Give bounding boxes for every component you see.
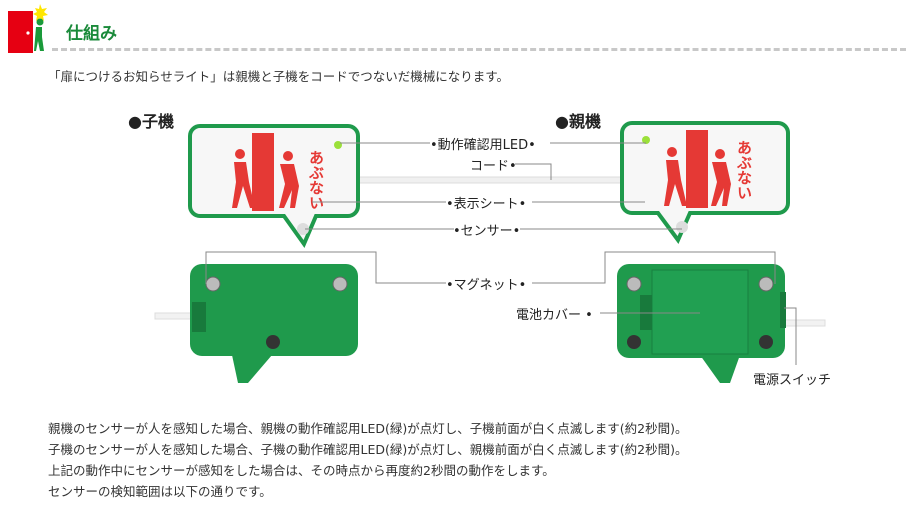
child-base: [190, 264, 358, 383]
power-switch-label: 電源スイッチ: [753, 373, 832, 388]
leader-lines: [205, 142, 797, 365]
child-sign: あぶない: [188, 124, 360, 249]
led-label: •動作確認用LED•: [430, 138, 536, 153]
description-line: センサーの検知範囲は以下の通りです。: [48, 484, 272, 499]
svg-text:あぶない: あぶない: [735, 140, 753, 200]
divider: [52, 48, 906, 51]
intro-text: 「扉につけるお知らせライト」は親機と子機をコードでつないだ機械になります。: [48, 69, 510, 84]
description-line: 上記の動作中にセンサーが感知をした場合は、その時点から再度約2秒間の動作をします…: [48, 463, 555, 478]
sensor-label: •センサー•: [453, 224, 521, 239]
device-diagram: あぶない あぶない: [154, 121, 826, 383]
display-sheet-label: •表示シート•: [446, 197, 527, 212]
section-title: 仕組み: [66, 24, 117, 44]
description-line: 親機のセンサーが人を感知した場合、親機の動作確認用LED(緑)が点灯し、子機前面…: [48, 421, 688, 436]
battery-cover-label: 電池カバー •: [516, 308, 593, 323]
cord-label: コード•: [470, 159, 517, 174]
child-unit-label: ●子機: [128, 112, 174, 131]
cord: [349, 176, 631, 184]
description-line: 子機のセンサーが人を感知した場合、子機の動作確認用LED(緑)が点灯し、親機前面…: [48, 442, 688, 457]
parent-unit-label: ●親機: [555, 112, 601, 131]
parent-base: [617, 264, 786, 383]
magnet-label: •マグネット•: [446, 278, 527, 293]
svg-text:あぶない: あぶない: [307, 150, 325, 210]
door-person-icon: [8, 4, 48, 53]
cord-end: [779, 319, 826, 327]
parent-sign: あぶない: [620, 121, 790, 244]
